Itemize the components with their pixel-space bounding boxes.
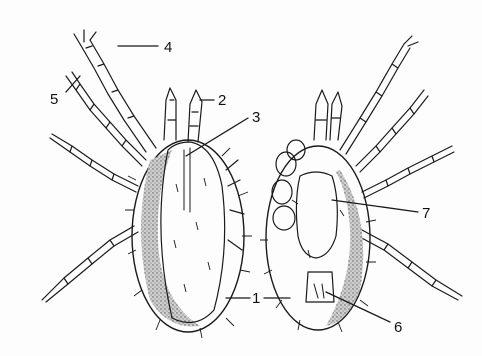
dorsal-view: [42, 30, 252, 338]
ventral-view: [260, 36, 462, 332]
dorsal-body: [125, 140, 252, 338]
leader-7: [332, 200, 418, 212]
label-2: 2: [218, 92, 226, 109]
label-4: 4: [164, 39, 172, 56]
label-7: 7: [422, 205, 430, 222]
ventral-body: [260, 146, 376, 332]
ventral-mouthparts: [314, 90, 342, 140]
label-5: 5: [50, 91, 58, 108]
ventral-coxae: [272, 140, 305, 230]
label-3: 3: [252, 109, 260, 126]
label-6: 6: [394, 319, 402, 336]
leader-3: [186, 118, 248, 156]
label-1: 1: [252, 290, 260, 307]
dorsal-mouthparts: [164, 88, 202, 142]
